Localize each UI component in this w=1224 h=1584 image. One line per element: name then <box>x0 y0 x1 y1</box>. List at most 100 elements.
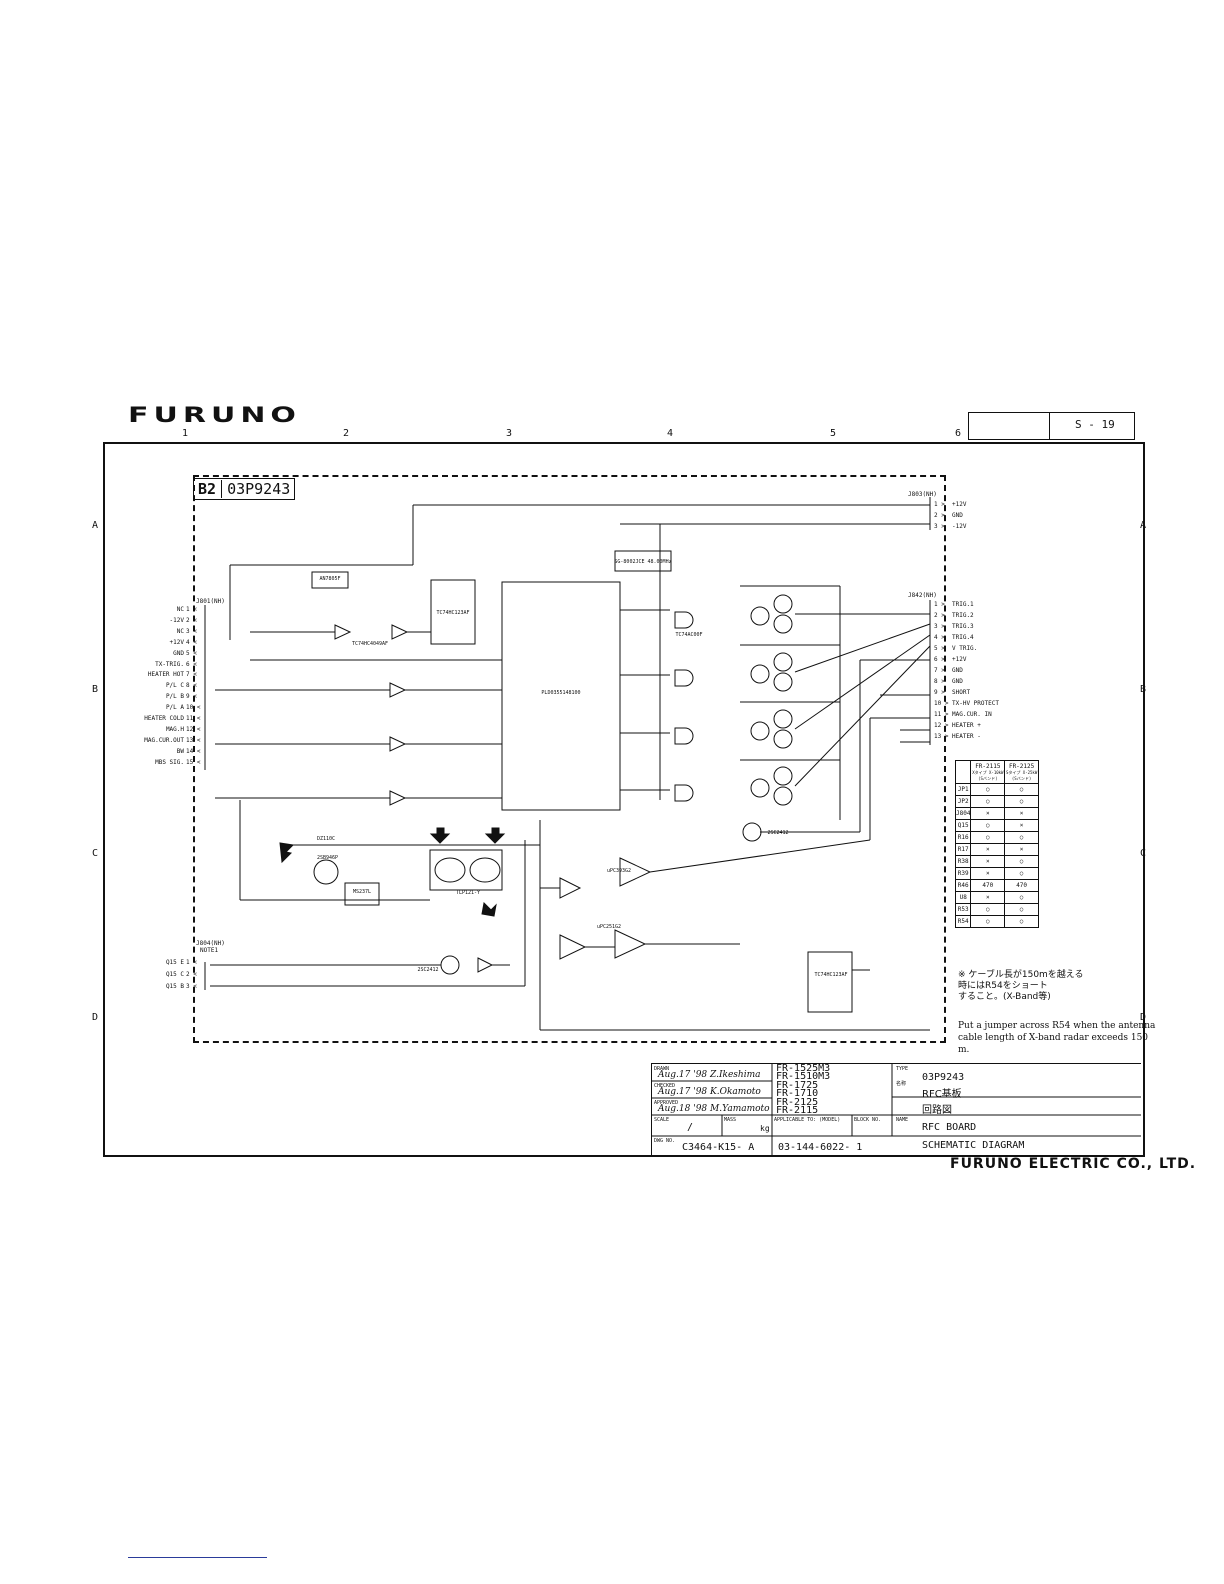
drawn-signature: Aug.17 '98 Z.Ikeshima <box>658 1070 761 1080</box>
j842-pin: +12V <box>952 656 967 663</box>
table-cell: R54 <box>954 915 972 928</box>
j804-pin-number: 3 < <box>186 983 197 990</box>
j801-pin: MBS SIG. <box>155 758 184 766</box>
u3-label: TC74HC123AF <box>436 610 470 616</box>
table-cell: × <box>1004 819 1039 832</box>
model-item: FR-1725 <box>776 1079 819 1091</box>
table-row: J804×× <box>954 807 1039 820</box>
table-row: R54○○ <box>954 915 1039 928</box>
q11-label: 2SC2412 <box>417 967 439 973</box>
u8-label: TLP121-Y <box>455 890 481 896</box>
j804-pin: Q15 C <box>165 971 184 978</box>
j842-pin: V TRIG. <box>952 645 978 652</box>
j842-pin: SHORT <box>952 689 971 696</box>
table-cell: × <box>1004 807 1039 820</box>
j801-pin: GND <box>173 649 184 657</box>
j801-pin: TX-TRIG. <box>155 660 184 668</box>
u10-label: uPC251G2 <box>596 924 622 930</box>
approved-signature: Aug.18 '98 M.Yamamoto <box>658 1104 770 1114</box>
j801-pin-number: 1 < <box>186 606 197 613</box>
row-letter: A <box>92 520 99 531</box>
j801-pin: MAG.H <box>165 725 184 733</box>
j842-pin-number: 7 > <box>934 667 945 674</box>
j804-note: NOTE1 <box>200 947 219 954</box>
furuno-logo: FURUNO <box>128 403 301 428</box>
title-block-grid <box>652 1064 1141 1155</box>
table-cell: R46 <box>954 879 972 892</box>
name-label: NAME <box>896 1117 909 1123</box>
j801-pin-number: 14 < <box>186 747 201 755</box>
table-cell: ○ <box>970 783 1006 796</box>
board-outline <box>193 475 946 1043</box>
j801-pin-number: 5 < <box>186 649 197 657</box>
j801-pin-number: 12 < <box>186 725 201 733</box>
mass-unit: kg <box>760 1124 770 1133</box>
j842-pin-number: 11 > <box>934 711 949 718</box>
j801-pin: +12V <box>169 638 184 646</box>
j804-pin: Q15 E <box>165 959 184 966</box>
j842-pin-number: 12 > <box>934 722 949 729</box>
row-letter: B <box>92 684 99 695</box>
table-row: JP1○○ <box>954 783 1039 796</box>
u7-label: MS237L <box>352 889 372 895</box>
table-row: Q15○× <box>954 819 1039 832</box>
scale-label: SCALE <box>654 1117 670 1123</box>
j842-pin: TRIG.3 <box>952 623 974 630</box>
table-corner <box>954 760 972 784</box>
j804-pin: Q15 B <box>165 983 184 990</box>
j842-pin: TRIG.1 <box>952 601 974 608</box>
u9-label: uPC393G2 <box>606 868 632 874</box>
j803-name: J803(NH) <box>908 491 937 498</box>
table-cell: ○ <box>970 819 1006 832</box>
j842-pin: GND <box>952 678 963 685</box>
table-cell: JP2 <box>954 795 972 808</box>
j842-pin: TX-HV PROTECT <box>952 700 999 707</box>
j842-pin: GND <box>952 667 963 674</box>
j842-name: J842(NH) <box>908 592 937 599</box>
table-cell: × <box>970 843 1006 856</box>
table-cell: Q15 <box>954 819 972 832</box>
j801-pin-number: 15 < <box>186 758 201 766</box>
table-cell: R38 <box>954 855 972 868</box>
table-cell: 470 <box>1004 879 1039 892</box>
page-number-box <box>968 412 1135 440</box>
model-item: FR-2125 <box>776 1096 819 1108</box>
page-number: S - 19 <box>1075 418 1115 431</box>
table-cell: R39 <box>954 867 972 880</box>
j801-pin: BW <box>176 747 184 755</box>
table-cell: R16 <box>954 831 972 844</box>
j801-pin-number: 7 < <box>186 671 197 679</box>
j801-pin-number: 2 < <box>186 616 197 624</box>
footer-line <box>128 1557 267 1558</box>
j801-pin-number: 8 < <box>186 682 197 690</box>
type-value: 03P9243 <box>922 1072 965 1083</box>
j842-pin-number: 3 > <box>934 623 945 630</box>
table-cell: ○ <box>1004 831 1039 844</box>
approved-label: APPROVED <box>654 1100 679 1106</box>
j803-pin: GND <box>952 512 963 519</box>
model-item: FR-1510M3 <box>776 1071 831 1083</box>
j801-pin-number: 13 < <box>186 736 201 744</box>
model-item: FR-1525M3 <box>776 1063 831 1074</box>
column-number: 5 <box>830 428 837 439</box>
applicable-label: APPLICABLE TO: (MODEL) <box>774 1117 841 1123</box>
j801-pin-number: 3 < <box>186 627 197 635</box>
applicable-value: 03-144-6022- 1 <box>778 1142 863 1153</box>
j842-pin: HEATER + <box>952 722 981 729</box>
table-row: R53○○ <box>954 903 1039 916</box>
table-cell: ○ <box>1004 891 1039 904</box>
dwg-no-label: DWG NO. <box>654 1138 676 1144</box>
j842-pin-number: 10 > <box>934 700 949 707</box>
j803-pin-number: 3 > <box>934 523 945 530</box>
j801-pin: HEATER HOT <box>147 671 184 679</box>
q13-label: 2SC2412 <box>767 830 789 836</box>
column-number: 2 <box>343 428 350 439</box>
table-cell: × <box>970 891 1006 904</box>
j842-pin-number: 6 > <box>934 656 945 663</box>
j842-pin: TRIG.2 <box>952 612 974 619</box>
table-cell: ○ <box>970 831 1006 844</box>
cr5-label: DZ110C <box>316 836 336 842</box>
